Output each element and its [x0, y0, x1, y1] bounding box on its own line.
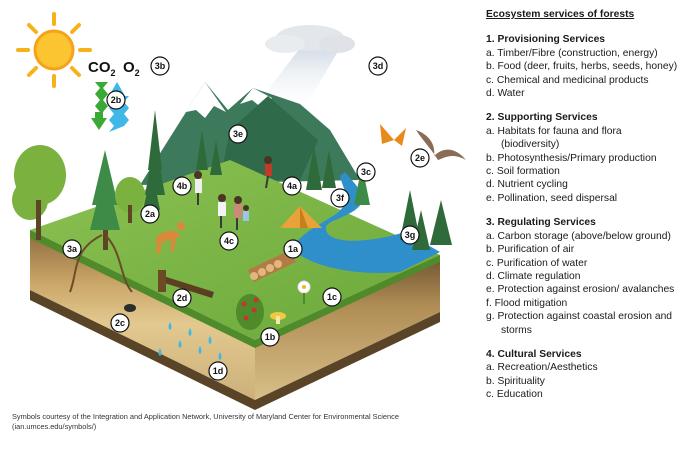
callout-4a: 4a	[282, 176, 302, 196]
beetle-icon	[124, 304, 136, 312]
berry-bush-icon	[236, 294, 264, 330]
legend-section-header: 4. Cultural Services	[486, 348, 582, 360]
callout-4b: 4b	[172, 176, 192, 196]
svg-text:1d: 1d	[213, 366, 224, 376]
legend-item: c. Purification of water	[486, 257, 588, 269]
legend-item: a. Timber/Fibre (construction, energy)	[486, 47, 658, 59]
water-droplets-icon	[158, 322, 222, 360]
svg-text:2a: 2a	[145, 209, 156, 219]
svg-text:1c: 1c	[327, 292, 337, 302]
credit-text: Symbols courtesy of the Integration and …	[12, 412, 399, 431]
sun-icon	[16, 12, 92, 88]
svg-text:4a: 4a	[287, 181, 298, 191]
legend-item: a. Habitats for fauna and flora (biodive…	[486, 125, 622, 151]
mountains	[140, 82, 360, 185]
legend-item: e. Protection against erosion/ avalanche…	[486, 284, 675, 296]
callout-3d: 3d	[368, 56, 388, 76]
legend-item: c. Soil formation	[486, 166, 560, 178]
legend-section-header: 1. Provisioning Services	[486, 34, 606, 46]
co2-label: CO2	[88, 59, 116, 78]
legend-item: d. Water	[486, 88, 525, 100]
timber-logs-icon	[248, 250, 296, 282]
tent-icon	[280, 206, 322, 228]
co2-down-arrow-icon	[91, 82, 108, 130]
legend-item: b. Food (deer, fruits, herbs, seeds, hon…	[486, 61, 678, 73]
callout-markers: 3b 2b 3d 3e 2e 3c 4b 4a 3f 2a 3a 4c 1a 3g 2d 1c 2c 1b 1d	[62, 56, 430, 381]
butterfly-icon	[380, 124, 406, 146]
callout-2e: 2e	[410, 148, 430, 168]
callout-4c: 4c	[219, 231, 239, 251]
svg-text:3b: 3b	[155, 61, 166, 71]
callout-2d: 2d	[172, 288, 192, 308]
svg-text:4b: 4b	[177, 181, 188, 191]
callout-3e: 3e	[228, 124, 248, 144]
legend-item: b. Photosynthesis/Primary production	[486, 152, 657, 164]
callout-3c: 3c	[356, 162, 376, 182]
svg-text:4c: 4c	[224, 236, 234, 246]
legend-item: a. Carbon storage (above/below ground)	[486, 230, 671, 242]
callout-3a: 3a	[62, 239, 82, 259]
legend-item: c. Chemical and medicinal products	[486, 74, 649, 86]
callout-3f: 3f	[330, 188, 350, 208]
callout-3g: 3g	[400, 225, 420, 245]
people-icon	[194, 156, 272, 230]
legend-section-header: 2. Supporting Services	[486, 112, 598, 124]
mushroom-icon	[270, 312, 286, 324]
legend-item: f. Flood mitigation	[486, 297, 568, 309]
fallen-log-icon	[158, 270, 214, 298]
forest-trees	[12, 110, 452, 293]
medicinal-flower-icon	[297, 280, 311, 304]
legend-title: Ecosystem services of forests	[486, 9, 635, 20]
svg-text:2c: 2c	[115, 318, 125, 328]
deer-icon	[156, 222, 185, 254]
svg-text:1a: 1a	[288, 244, 299, 254]
callout-2a: 2a	[140, 204, 160, 224]
legend-item: d. Nutrient cycling	[486, 179, 568, 191]
river	[294, 172, 440, 274]
callout-2b: 2b	[106, 90, 126, 110]
callout-2c: 2c	[110, 313, 130, 333]
svg-text:3a: 3a	[67, 244, 78, 254]
svg-text:3d: 3d	[373, 61, 384, 71]
svg-text:3c: 3c	[361, 167, 371, 177]
o2-label: O2	[123, 59, 140, 78]
callout-1c: 1c	[322, 287, 342, 307]
soil-block	[30, 230, 440, 410]
legend-item: b. Purification of air	[486, 244, 575, 256]
legend-item: g. Protection against coastal erosion an…	[486, 311, 673, 336]
svg-text:2b: 2b	[111, 95, 122, 105]
services-legend: Ecosystem services of forests 1. Provisi…	[486, 8, 678, 413]
callout-1d: 1d	[208, 361, 228, 381]
ecosystem-illustration: CO2 O2	[12, 12, 466, 410]
svg-text:2d: 2d	[177, 293, 188, 303]
svg-text:2e: 2e	[415, 153, 425, 163]
callout-1b: 1b	[260, 327, 280, 347]
legend-item: c. Education	[486, 389, 543, 401]
legend-section-header: 3. Regulating Services	[486, 217, 596, 229]
svg-text:3g: 3g	[405, 230, 416, 240]
bat-icon	[416, 130, 466, 160]
svg-text:3e: 3e	[233, 129, 243, 139]
callout-1a: 1a	[283, 239, 303, 259]
callout-3b: 3b	[150, 56, 170, 76]
svg-text:3f: 3f	[336, 193, 345, 203]
legend-item: d. Climate regulation	[486, 270, 581, 282]
legend-item: a. Recreation/Aesthetics	[486, 362, 598, 374]
legend-item: e. Pollination, seed dispersal	[486, 192, 618, 204]
svg-text:1b: 1b	[265, 332, 276, 342]
legend-item: b. Spirituality	[486, 375, 545, 387]
legend-section: 4. Cultural Services a. Recreation/Aesthe…	[486, 348, 678, 402]
